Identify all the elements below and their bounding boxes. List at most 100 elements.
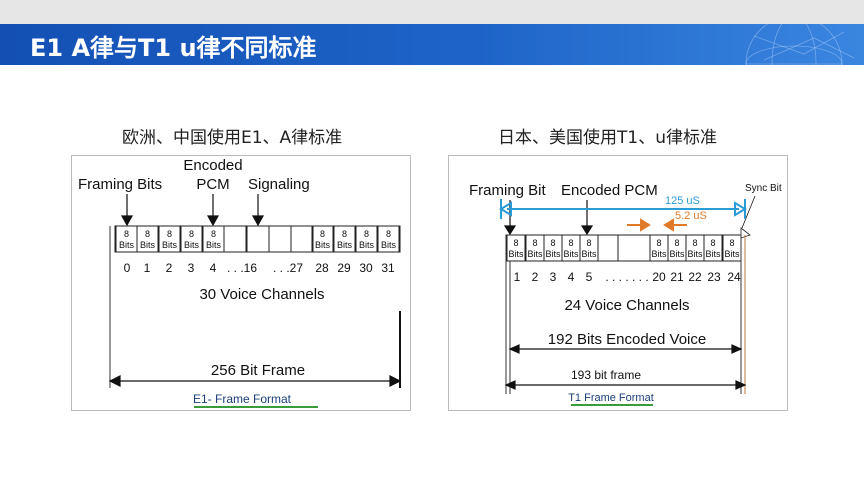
ch-29: 29	[337, 261, 351, 275]
ch-3: 3	[188, 261, 195, 275]
ch-31: 31	[381, 261, 395, 275]
ch-5: 5	[586, 270, 593, 284]
bit-cell-count: 8	[211, 229, 216, 239]
t1-voice-channels: 24 Voice Channels	[564, 297, 689, 314]
bit-cell-count: 8	[320, 229, 325, 239]
bit-cell-unit: Bits	[184, 240, 200, 250]
t1-frame-diagram: Framing Bit Encoded PCM Sync Bit 125 uS …	[448, 155, 788, 411]
ch-2: 2	[532, 270, 539, 284]
bit-cell-unit: Bits	[545, 249, 561, 259]
t1-diagram-svg: Framing Bit Encoded PCM Sync Bit 125 uS …	[469, 182, 782, 406]
ch-21: 21	[670, 270, 684, 284]
bit-cell-unit: Bits	[315, 240, 331, 250]
left-caption: 欧洲、中国使用E1、A律标准	[122, 128, 343, 148]
e1-diagram-svg: Encoded Framing Bits PCM Signaling 8Bits…	[78, 157, 402, 408]
globe-decoration	[745, 24, 855, 65]
bit-cell-count: 8	[729, 238, 734, 248]
period-52us-arrows	[627, 218, 687, 232]
bit-cell-count: 8	[364, 229, 369, 239]
bit-cell	[136, 225, 159, 253]
sync-bit-pointer	[741, 195, 756, 229]
bit-cell-count: 8	[674, 238, 679, 248]
bit-cell-unit: Bits	[724, 249, 740, 259]
right-caption: 日本、美国使用T1、u律标准	[498, 128, 717, 148]
bit-cell	[311, 225, 334, 253]
bit-cell-count: 8	[550, 238, 555, 248]
t1-frame-arrow	[504, 380, 747, 390]
period-52us-label: 5.2 uS	[675, 210, 707, 222]
bit-cell-count: 8	[386, 229, 391, 239]
pcm-arrow	[206, 194, 220, 227]
bit-cell-unit: Bits	[581, 249, 597, 259]
bit-cell-unit: Bits	[651, 249, 667, 259]
bit-cell-count: 8	[532, 238, 537, 248]
bit-cell-count: 8	[513, 238, 518, 248]
t1-format-caption: T1 Frame Format	[568, 392, 654, 404]
bit-cell-unit: Bits	[162, 240, 178, 250]
bit-cell	[246, 225, 270, 253]
encoded-voice-arrow	[508, 344, 743, 354]
bit-cell-count: 8	[710, 238, 715, 248]
ch-3: 3	[550, 270, 557, 284]
bit-cell	[355, 225, 378, 253]
encoded-label: Encoded	[183, 157, 242, 174]
bit-cell-unit: Bits	[669, 249, 685, 259]
signaling-label: Signaling	[248, 176, 310, 193]
bit-cell-count: 8	[167, 229, 172, 239]
bit-cell	[290, 225, 314, 253]
ch-28: 28	[315, 261, 329, 275]
bit-cell-unit: Bits	[687, 249, 703, 259]
sync-bit-label: Sync Bit	[745, 183, 782, 194]
bit-cell-count: 8	[568, 238, 573, 248]
page-title: E1 A律与T1 u律不同标准	[30, 34, 317, 62]
t1-encoded-voice: 192 Bits Encoded Voice	[548, 331, 706, 348]
framing-bits-label: Framing Bits	[78, 176, 162, 193]
bit-cell-count: 8	[145, 229, 150, 239]
bit-cell	[180, 225, 203, 253]
bit-cell-count: 8	[189, 229, 194, 239]
bit-cell-unit: Bits	[563, 249, 579, 259]
t1-frame-label: 193 bit frame	[571, 368, 641, 382]
bit-cell	[268, 225, 292, 253]
e1-channel-numbers: 0 1 2 3 4 . . .16 . . .27 28 29 30 31	[124, 261, 395, 275]
top-strip	[0, 0, 864, 24]
ch-4: 4	[568, 270, 575, 284]
bit-cell-count: 8	[656, 238, 661, 248]
t1-channel-numbers: 1 2 3 4 5 . . . . . . . 20 21 22 23 24	[514, 270, 741, 284]
bit-cell-count: 8	[342, 229, 347, 239]
ch-0: 0	[124, 261, 131, 275]
bit-cell	[223, 225, 247, 253]
ch-2: 2	[166, 261, 173, 275]
title-banner: E1 A律与T1 u律不同标准	[0, 24, 864, 65]
period-125us-arrow	[499, 199, 747, 219]
bit-cell	[506, 234, 526, 262]
e1-frame-arrow	[108, 375, 402, 387]
ch-16: . . .16	[227, 261, 257, 275]
bit-cell-unit: Bits	[508, 249, 524, 259]
bit-cell	[333, 225, 356, 253]
bit-cell-unit: Bits	[705, 249, 721, 259]
bit-cell-unit: Bits	[527, 249, 543, 259]
signaling-arrow	[251, 194, 265, 227]
bit-cell	[377, 225, 400, 253]
encoded-pcm-arrow	[580, 200, 594, 236]
bit-cell-unit: Bits	[206, 240, 222, 250]
ch-1: 1	[514, 270, 521, 284]
ch-30: 30	[359, 261, 373, 275]
period-125us-label: 125 uS	[665, 195, 700, 207]
pcm-label: PCM	[196, 176, 229, 193]
bit-cell-count: 8	[586, 238, 591, 248]
e1-format-caption: E1- Frame Format	[193, 392, 292, 406]
ch-22: 22	[688, 270, 702, 284]
bit-cell-count: 8	[692, 238, 697, 248]
framing-bit-label: Framing Bit	[469, 182, 547, 199]
bit-cell	[597, 234, 619, 262]
bit-cell-unit: Bits	[140, 240, 156, 250]
ch-20: 20	[652, 270, 666, 284]
bit-cell-unit: Bits	[381, 240, 397, 250]
bit-cell-unit: Bits	[359, 240, 375, 250]
ch-4: 4	[210, 261, 217, 275]
ch-dots: . . . . . . .	[605, 270, 648, 284]
bit-cell	[158, 225, 181, 253]
